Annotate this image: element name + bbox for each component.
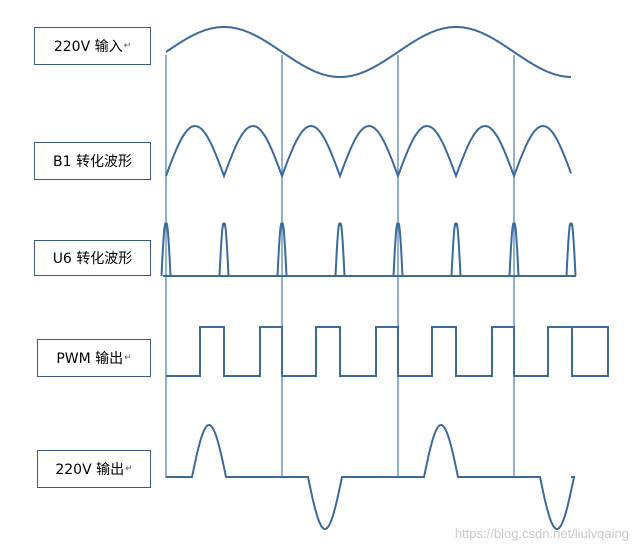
label-u6-wave-text: U6 转化波形 xyxy=(52,251,133,267)
label-u6-wave: U6 转化波形 xyxy=(34,240,151,276)
label-220v-input-text: 220V 输入 xyxy=(53,39,123,55)
paragraph-mark: ↵ xyxy=(125,464,133,474)
u6-pulse xyxy=(334,222,346,277)
b1-rectified-wave xyxy=(165,124,572,179)
period-dividers xyxy=(165,55,515,478)
label-b1-wave-text: B1 转化波形 xyxy=(53,154,132,170)
output-ac-wave xyxy=(166,423,576,531)
paragraph-mark: ↵ xyxy=(123,41,132,51)
label-pwm-output-text: PWM 输出 xyxy=(56,351,124,367)
label-b1-wave: B1 转化波形 xyxy=(34,142,151,180)
u6-pulse xyxy=(160,222,172,277)
paragraph-mark: ↵ xyxy=(124,353,132,363)
u6-pulse xyxy=(508,222,520,277)
u6-pulse xyxy=(565,222,577,277)
label-220v-output: 220V 输出↵ xyxy=(37,450,151,488)
u6-pulse xyxy=(450,222,462,277)
label-220v-output-text: 220V 输出 xyxy=(55,462,125,478)
input-sine-wave xyxy=(165,26,571,78)
u6-pulse-wave xyxy=(160,222,577,277)
label-220v-input: 220V 输入↵ xyxy=(34,27,151,65)
pwm-square-wave xyxy=(166,326,609,377)
label-pwm-output: PWM 输出↵ xyxy=(37,339,151,377)
u6-pulse xyxy=(392,222,404,277)
u6-pulse xyxy=(276,222,288,277)
watermark: https://blog.csdn.net/liulvqaing xyxy=(454,526,629,541)
u6-pulse xyxy=(218,222,230,277)
